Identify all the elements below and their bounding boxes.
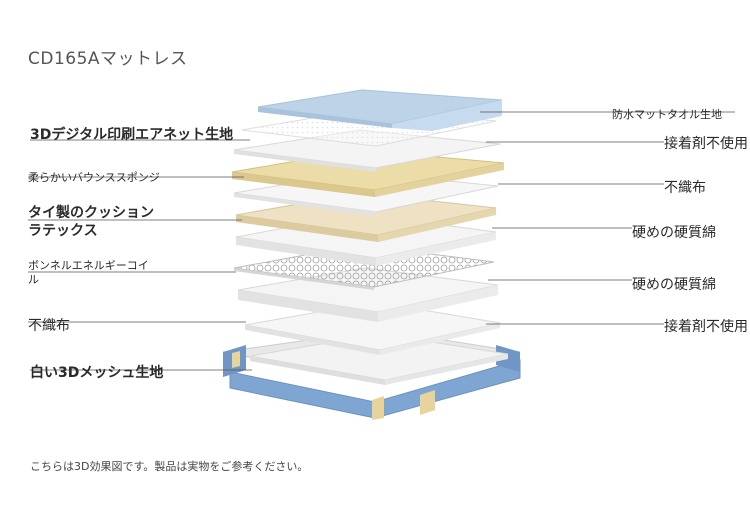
label-3d-air-net: 3Dデジタル印刷エアネット生地 — [30, 127, 234, 143]
label-waterproof-fabric: 防水マットタオル生地 — [612, 108, 722, 121]
layer-white-mesh — [249, 333, 509, 385]
label-hard-cotton-lower: 硬めの硬質綿 — [632, 277, 716, 293]
label-thai-latex: タイ製のクッションラテックス — [28, 205, 154, 239]
layer-waterproof-fabric — [257, 89, 503, 131]
label-hard-cotton-upper: 硬めの硬質綿 — [632, 225, 716, 241]
label-nonwoven-right: 不織布 — [664, 180, 706, 196]
product-title: CD165Aマットレス — [28, 49, 188, 69]
label-nonwoven-left: 不織布 — [28, 318, 70, 334]
label-white-3d-mesh: 白い3Dメッシュ生地 — [30, 365, 164, 381]
label-glue-free-upper: 接着剤不使用 — [664, 136, 748, 152]
disclaimer-note: こちらは3D効果図です。製品は実物をご参考ください。 — [30, 460, 309, 473]
leader-lines — [28, 111, 735, 371]
label-bonnell-coil: ボンネルエネルギーコイル — [28, 259, 149, 286]
layer-nonwoven-lower — [244, 301, 501, 355]
label-glue-free-lower: 接着剤不使用 — [664, 319, 748, 335]
label-bounce-sponge: 柔らかいバウンススポンジ — [28, 171, 160, 184]
